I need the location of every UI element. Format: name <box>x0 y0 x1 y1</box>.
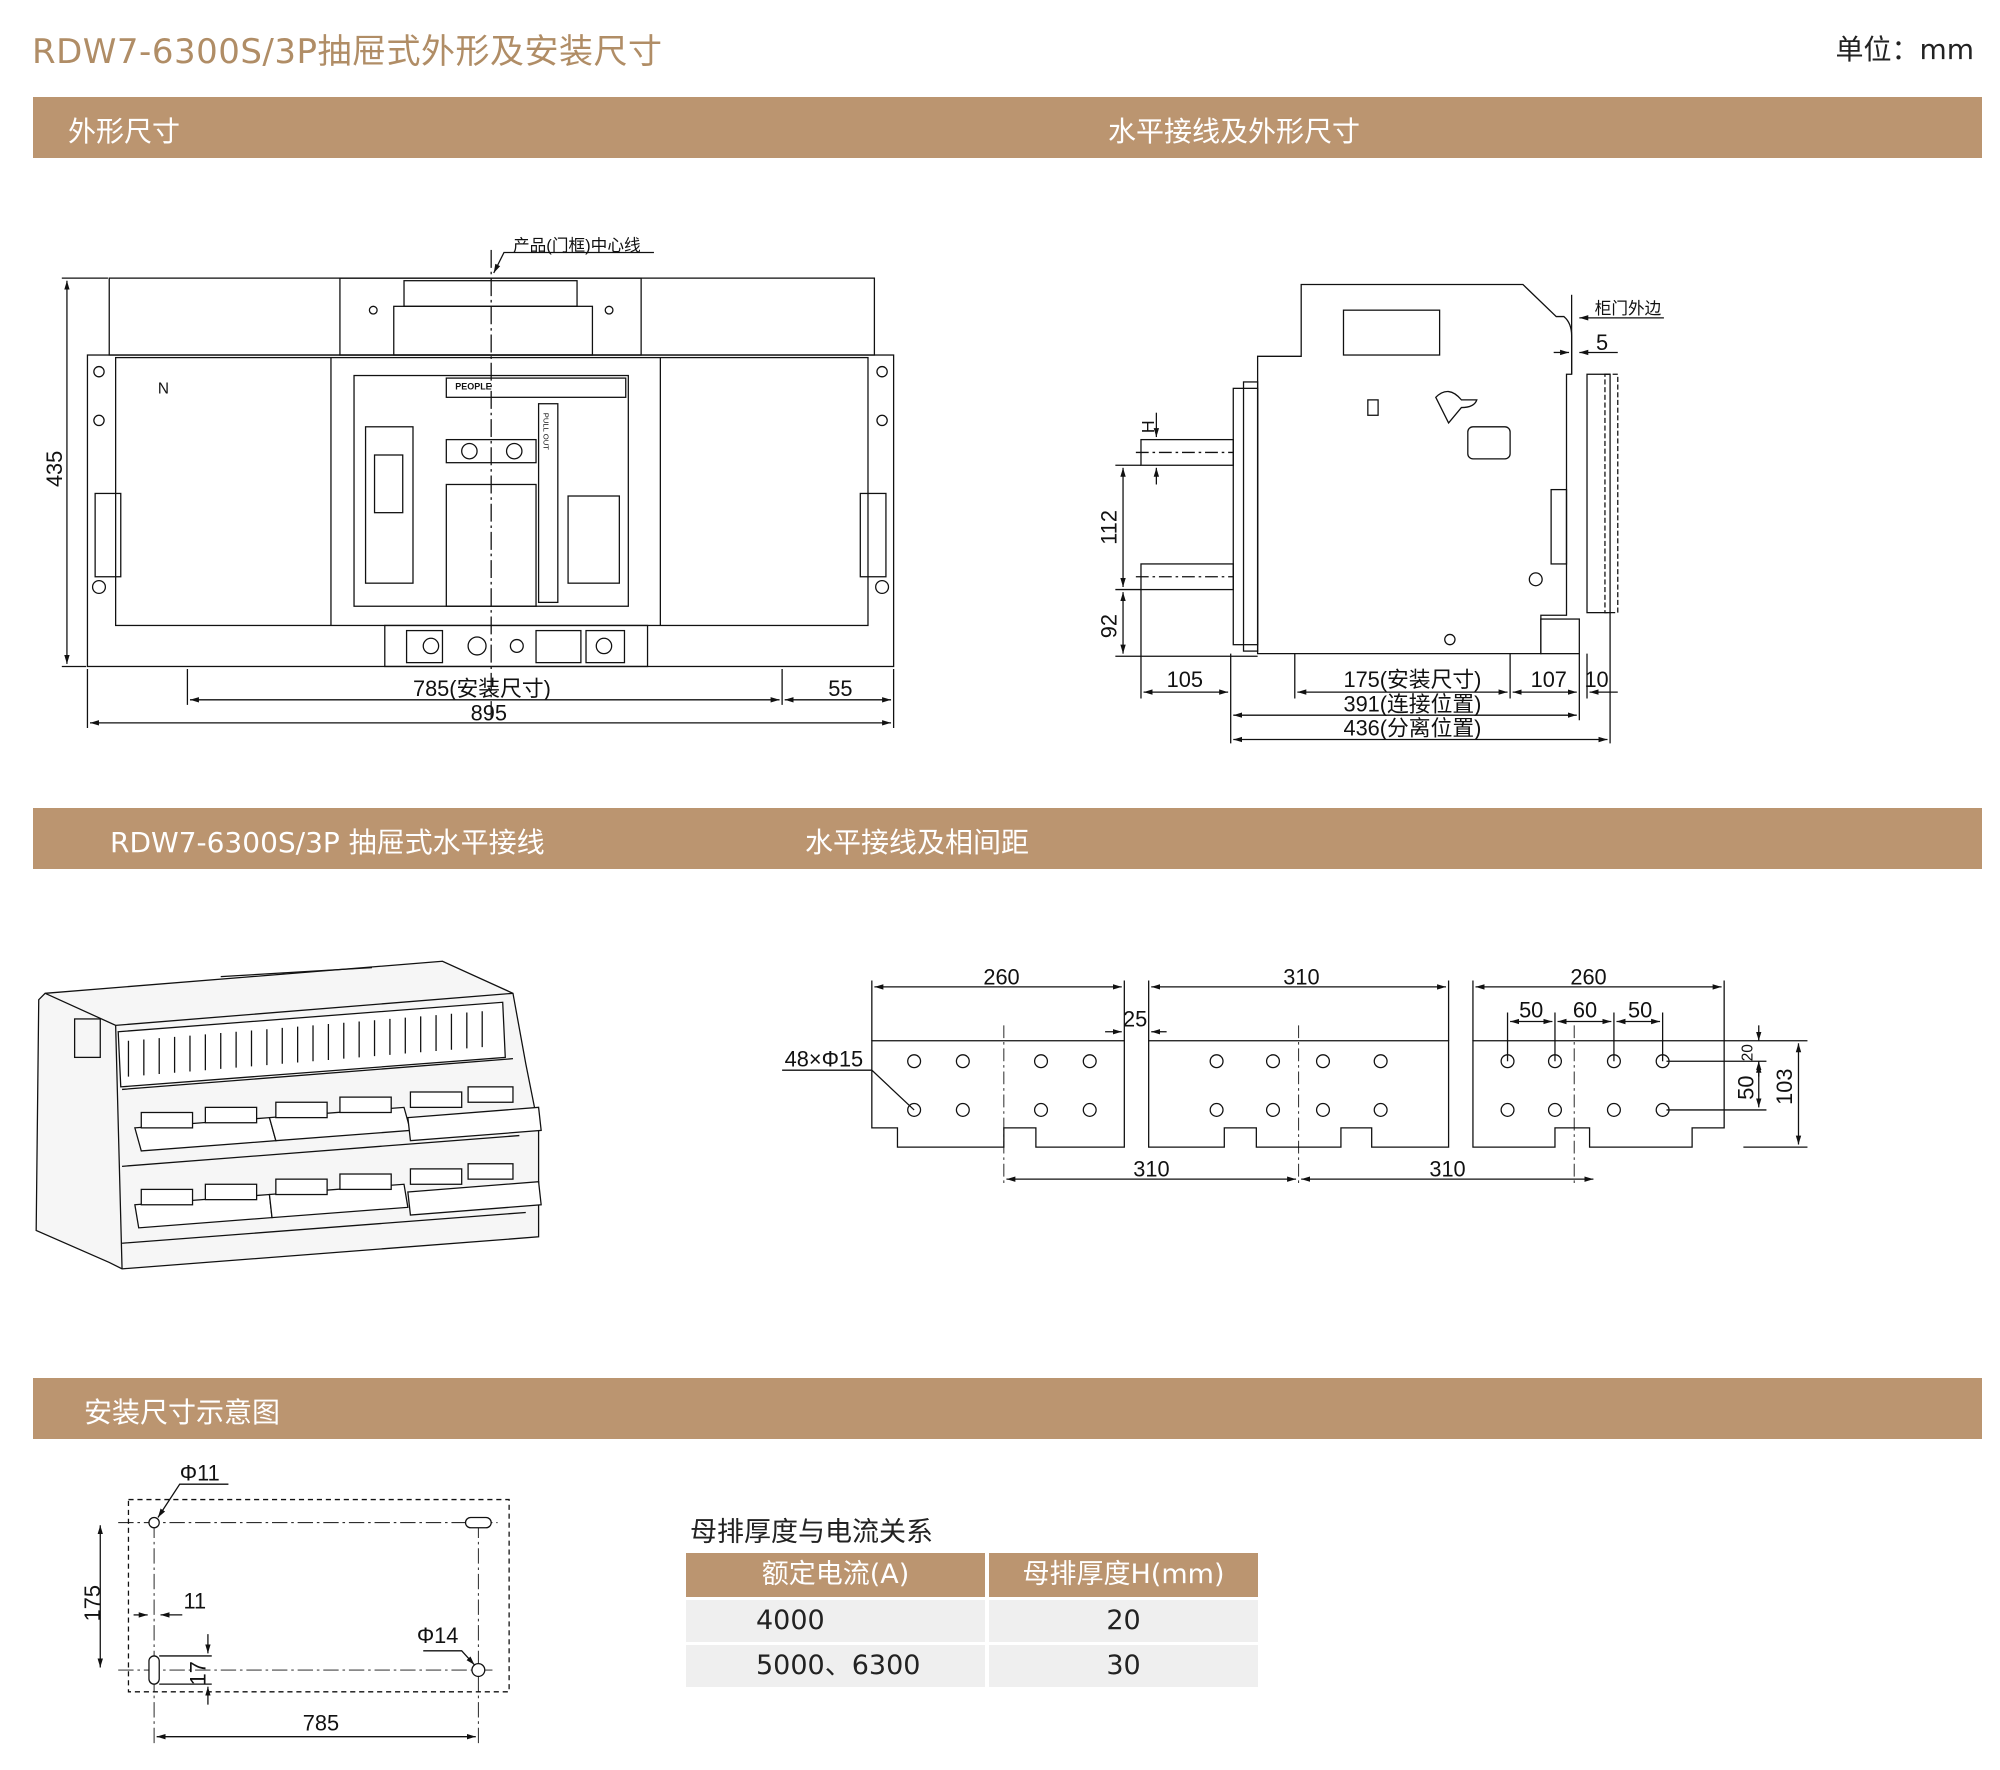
dim-mount-785: 785(安装尺寸) <box>413 676 551 701</box>
dim-50-b: 50 <box>1628 998 1652 1023</box>
dim-310-phase-a: 310 <box>1133 1157 1169 1182</box>
dim-310-middle: 310 <box>1283 964 1319 989</box>
dim-175-vertical: 175 <box>80 1585 105 1621</box>
cell-thickness: 20 <box>989 1600 1258 1642</box>
dim-slot-17: 17 <box>185 1661 210 1685</box>
breaker-3d-illustration <box>35 960 542 1270</box>
front-view-drawing <box>61 249 895 728</box>
centerline-label: 产品(门框)中心线 <box>513 236 641 255</box>
dim-112: 112 <box>1097 510 1122 545</box>
cooling-fins <box>127 1011 483 1077</box>
cell-thickness: 30 <box>989 1645 1258 1687</box>
mounting-hole-diagram <box>97 1483 510 1744</box>
table-header-row: 额定电流(A) 母排厚度H(mm) <box>686 1553 1258 1597</box>
dim-height-435: 435 <box>42 451 67 487</box>
dim-slot-11: 11 <box>184 1589 207 1614</box>
section-label-outline: 外形尺寸 <box>68 115 181 148</box>
dim-50-a: 50 <box>1519 998 1543 1023</box>
dim-105: 105 <box>1167 667 1203 692</box>
door-edge-label: 柜门外边 <box>1595 299 1662 318</box>
dim-gap-25: 25 <box>1123 1007 1147 1032</box>
dim-175-mount: 175(安装尺寸) <box>1343 667 1481 692</box>
page-title: RDW7-6300S/3P抽屉式外形及安装尺寸 <box>32 32 663 72</box>
pull-out-label: PULL OUT <box>542 413 551 451</box>
dim-20: 20 <box>1739 1044 1756 1061</box>
dim-side-55: 55 <box>828 676 852 701</box>
dim-391-connected: 391(连接位置) <box>1343 691 1481 716</box>
hole-phi11: Φ11 <box>180 1460 220 1485</box>
dim-785-horizontal: 785 <box>303 1710 339 1735</box>
dim-door-5: 5 <box>1596 330 1608 355</box>
brand-label: PEOPLE <box>455 382 491 392</box>
dim-busbar-h: H <box>1138 420 1158 433</box>
section-bar-mounting: 安装尺寸示意图 <box>33 1378 1982 1439</box>
section-bar-wiring: RDW7-6300S/3P 抽屉式水平接线 水平接线及相间距 <box>33 808 1982 869</box>
busbar-holes <box>907 1054 1670 1117</box>
table-row: 4000 20 <box>686 1600 1258 1642</box>
dim-310-phase-b: 310 <box>1429 1157 1465 1182</box>
dim-10: 10 <box>1584 667 1608 692</box>
dim-436-isolated: 436(分离位置) <box>1343 716 1481 741</box>
section-label-mounting: 安装尺寸示意图 <box>84 1396 281 1429</box>
dim-260-right: 260 <box>1570 964 1606 989</box>
busbar-spacing-drawing <box>782 980 1808 1186</box>
holes-spec: 48×Φ15 <box>785 1046 864 1071</box>
terminal-blocks <box>134 1086 542 1229</box>
side-view-drawing <box>1115 283 1664 744</box>
section-label-drawout: RDW7-6300S/3P 抽屉式水平接线 <box>110 826 545 859</box>
pole-n-label: N <box>158 380 169 397</box>
table-title: 母排厚度与电流关系 <box>690 1517 933 1548</box>
header-busbar-thickness: 母排厚度H(mm) <box>989 1553 1258 1597</box>
cell-current: 5000、6300 <box>686 1645 985 1687</box>
section-label-phase-spacing: 水平接线及相间距 <box>805 826 1030 859</box>
cell-current: 4000 <box>686 1600 985 1642</box>
header-rated-current: 额定电流(A) <box>686 1553 985 1597</box>
dim-60: 60 <box>1573 998 1597 1023</box>
dim-107: 107 <box>1531 667 1567 692</box>
busbar-thickness-table: 额定电流(A) 母排厚度H(mm) 4000 20 5000、6300 30 <box>686 1553 1258 1690</box>
dim-50-vertical: 50 <box>1734 1075 1759 1099</box>
dim-103: 103 <box>1772 1068 1797 1104</box>
section-bar-dimensions: 外形尺寸 水平接线及外形尺寸 <box>33 97 1982 158</box>
dim-width-895: 895 <box>471 700 507 725</box>
table-row: 5000、6300 30 <box>686 1645 1258 1687</box>
dim-260-left: 260 <box>983 964 1019 989</box>
section-label-horizontal-wiring: 水平接线及外形尺寸 <box>1108 115 1361 148</box>
dim-92: 92 <box>1097 614 1122 638</box>
hole-phi14: Φ14 <box>417 1623 459 1648</box>
unit-label: 单位：mm <box>1835 33 1974 66</box>
